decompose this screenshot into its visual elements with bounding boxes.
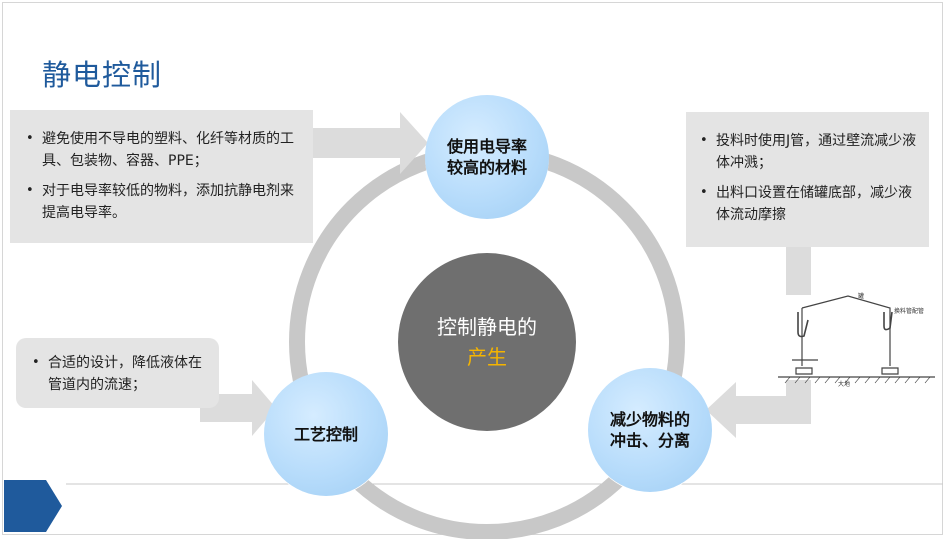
figure-label-pipe: 换料管配管 xyxy=(894,308,925,315)
process-text-box: 合适的设计，降低液体在管道内的流速； xyxy=(16,338,219,408)
materials-bullet-2: 对于电导率较低的物料，添加抗静电剂来提高电导率。 xyxy=(20,180,303,224)
tank-roof xyxy=(801,295,891,366)
node-process-label: 工艺控制 xyxy=(293,424,358,444)
center-circle: 控制静电的 产生 xyxy=(398,253,576,431)
figure-label-ground: 大地 xyxy=(838,381,851,388)
node-process: 工艺控制 xyxy=(264,372,388,496)
node-materials: 使用电导率较高的材料 xyxy=(425,95,549,219)
materials-bullet-1: 避免使用不导电的塑料、化纤等材质的工具、包装物、容器、PPE； xyxy=(20,128,303,172)
impact-bullet-1: 投料时使用J管，通过壁流减少液体冲溅； xyxy=(694,130,921,174)
impact-text-box: 投料时使用J管，通过壁流减少液体冲溅； 出料口设置在储罐底部，减少液体流动摩擦 xyxy=(686,112,929,247)
node-impact: 减少物料的冲击、分离 xyxy=(588,368,712,492)
materials-text-box: 避免使用不导电的塑料、化纤等材质的工具、包装物、容器、PPE； 对于电导率较低的… xyxy=(10,110,313,243)
impact-bullet-2: 出料口设置在储罐底部，减少液体流动摩擦 xyxy=(694,182,921,226)
j-pipe-left xyxy=(797,312,809,338)
page-title: 静电控制 xyxy=(42,58,163,92)
tank-base-right xyxy=(881,367,899,375)
footer-marker xyxy=(4,480,62,532)
node-materials-label: 使用电导率较高的材料 xyxy=(447,137,528,177)
center-line-2: 产生 xyxy=(467,345,507,369)
center-line-1: 控制静电的 xyxy=(437,315,537,339)
tank-base-left xyxy=(795,367,813,375)
tank-figure xyxy=(778,295,935,384)
figure-label-top: 罐 xyxy=(858,293,865,300)
arrow-to-impact-node xyxy=(706,382,811,438)
node-impact-label: 减少物料的冲击、分离 xyxy=(610,410,691,450)
arrow-to-materials-node xyxy=(313,112,428,174)
connector-impact-box xyxy=(786,247,811,295)
arrow-to-process-node xyxy=(200,380,276,436)
ground-hatch xyxy=(784,376,931,384)
j-pipe-right xyxy=(883,311,893,331)
process-bullet-1: 合适的设计，降低液体在管道内的流速； xyxy=(26,352,211,396)
